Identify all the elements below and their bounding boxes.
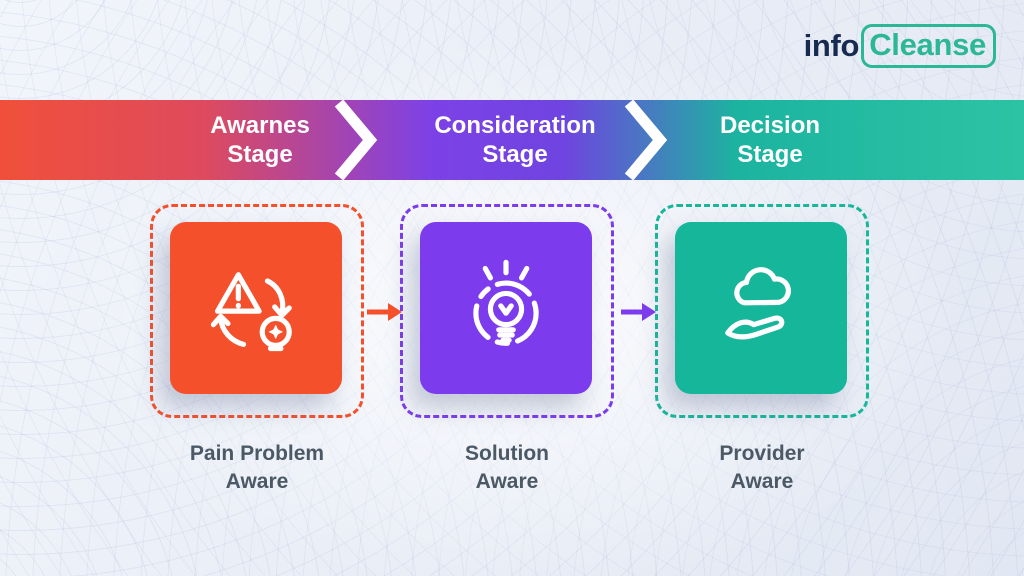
card-solution-aware: [400, 204, 614, 418]
card-label-provider-aware: Provider Aware: [719, 442, 805, 494]
stage-label-decision: Decision Stage: [719, 111, 821, 168]
card-pain-problem-aware-tile: [170, 222, 342, 394]
card-provider-aware-tile: [675, 222, 847, 394]
chevron-separator-icon: [334, 100, 378, 180]
chevron-separator-icon: [624, 100, 668, 180]
hand-cloud-icon: [725, 267, 791, 340]
card-label-solution-aware: Solution Aware: [465, 442, 549, 494]
stage-label-awareness: Awarnes Stage: [210, 111, 310, 168]
funnel-stage-banner: Awarnes Stage Consideration Stage Decisi…: [0, 100, 1024, 180]
logo-text-cleanse: Cleanse: [861, 24, 996, 68]
arrow-right-icon: [621, 303, 656, 321]
warning-cycle-icon: [210, 272, 292, 352]
infocleanse-logo: info Cleanse: [804, 24, 996, 68]
arrow-right-icon: [367, 303, 402, 321]
card-provider-aware: [655, 204, 869, 418]
stage-label-consideration: Consideration Stage: [434, 111, 596, 168]
logo-text-info: info: [803, 28, 860, 63]
card-label-pain-problem-aware: Pain Problem Aware: [189, 442, 325, 494]
card-pain-problem-aware: [150, 204, 364, 418]
card-solution-aware-tile: [420, 222, 592, 394]
lightbulb-target-icon: [473, 259, 539, 346]
